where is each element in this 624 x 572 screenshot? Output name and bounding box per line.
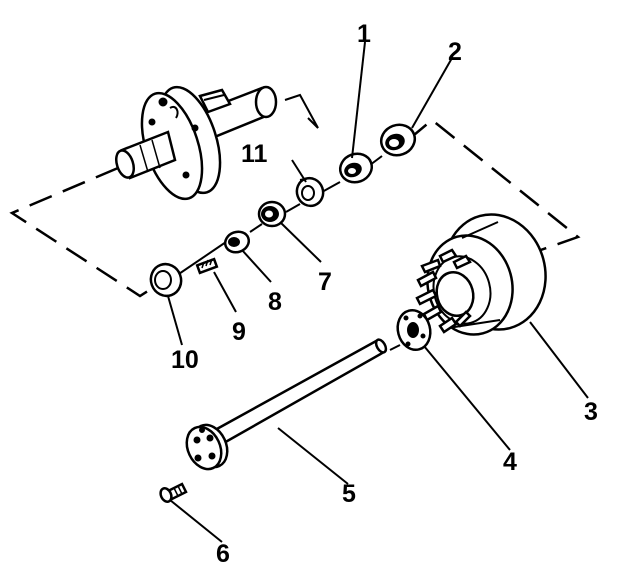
part-seal-2 (379, 123, 417, 157)
callout-7: 7 (318, 268, 332, 296)
callout-4: 4 (503, 448, 517, 476)
part-axle-shaft-5 (185, 338, 388, 471)
part-nut-10 (149, 262, 183, 298)
callout-1: 1 (357, 20, 371, 48)
part-lock-ring-11 (295, 176, 325, 208)
callout-10: 10 (171, 346, 199, 374)
callout-3: 3 (584, 398, 598, 426)
callout-5: 5 (342, 480, 356, 508)
callout-6: 6 (216, 540, 230, 568)
part-bolt-6 (159, 482, 188, 503)
spindle-knuckle-assembly (114, 85, 319, 201)
part-gasket-4 (396, 308, 432, 352)
callout-labels: 1 2 3 4 5 6 7 8 9 10 11 (171, 20, 598, 568)
part-bearing-1 (338, 152, 374, 184)
callout-8: 8 (268, 288, 282, 316)
leader-lines (167, 41, 589, 543)
part-key-9 (195, 257, 219, 275)
part-bearing-7 (257, 200, 287, 228)
part-hub-drum-3 (415, 213, 547, 336)
assembly-dashed-lines (9, 118, 581, 298)
wheel-studs (415, 248, 472, 334)
part-washer-8 (223, 230, 251, 254)
callout-9: 9 (232, 318, 246, 346)
callout-11: 11 (241, 140, 268, 168)
callout-2: 2 (448, 38, 462, 66)
